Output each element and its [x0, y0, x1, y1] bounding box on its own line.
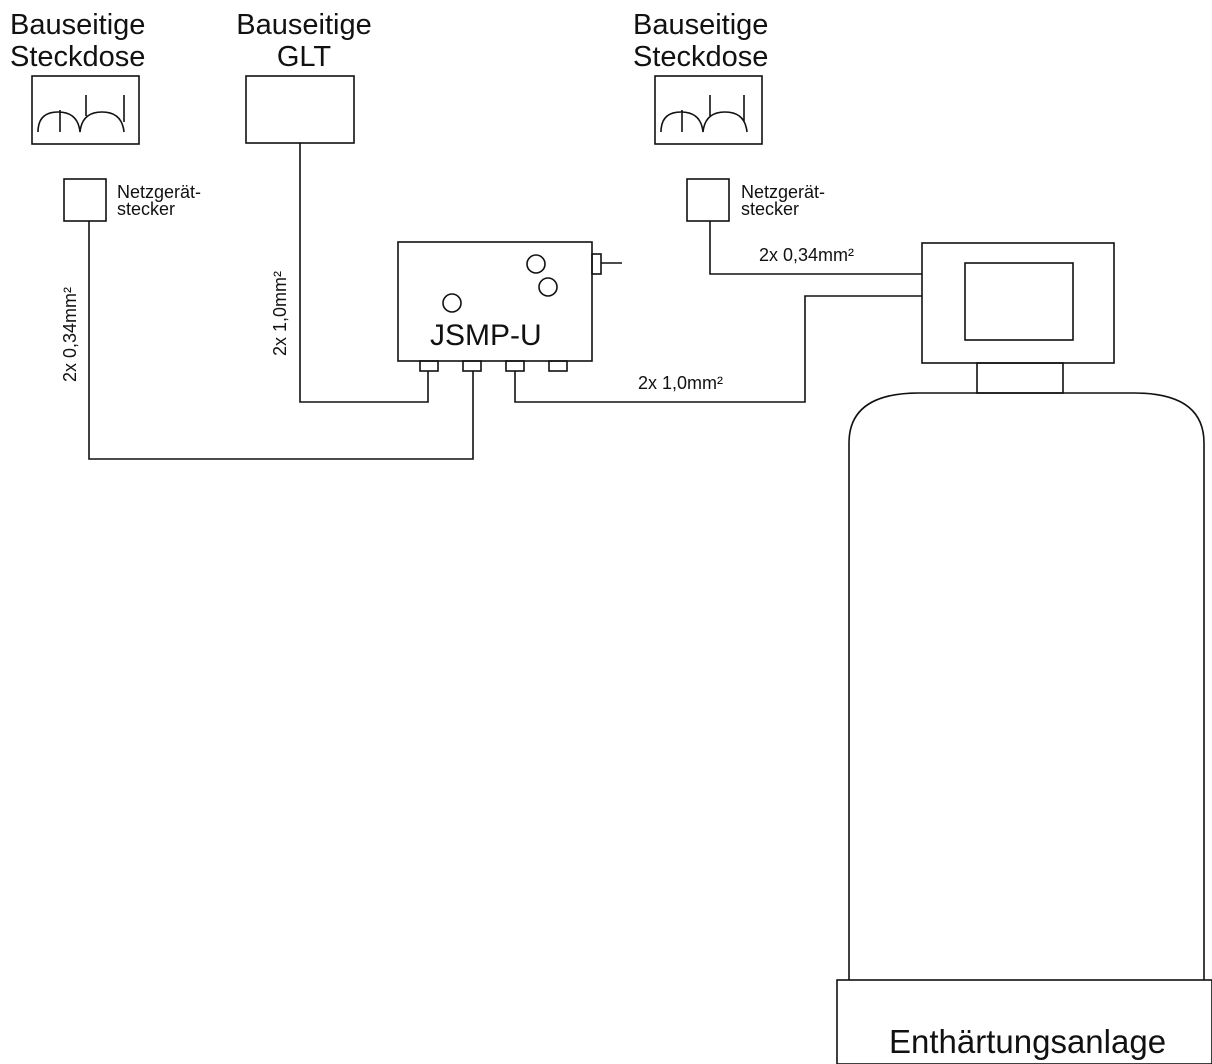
plug-left-label: Netzgerät- stecker [117, 182, 202, 219]
power-plug-left [63, 178, 107, 222]
cable-top-right-label: 2x 0,34mm² [759, 245, 855, 265]
device-label: JSMP-U [430, 319, 542, 352]
socket-right-label: Bauseitige Steckdose [633, 9, 769, 73]
cable-left-label: 2x 0,34mm² [60, 286, 80, 382]
cable-glt-label: 2x 1,0mm² [270, 270, 290, 356]
cable-jsmp-to-controller [514, 295, 922, 403]
socket-left-icon [31, 75, 140, 145]
cable-bottom-right-label: 2x 1,0mm² [638, 373, 724, 393]
softener-label: Enthärtungsanlage [889, 1023, 1167, 1060]
cable-right-power [709, 221, 922, 275]
softener-tank [848, 392, 1205, 980]
controller-housing [921, 242, 1115, 394]
glt-box [245, 75, 355, 144]
cable-glt [299, 143, 429, 403]
socket-left-label: Bauseitige Steckdose [10, 9, 146, 73]
socket-right-icon [654, 75, 763, 145]
glt-label: Bauseitige GLT [236, 9, 372, 73]
plug-right-label: Netzgerät- stecker [741, 182, 826, 219]
jsmp-u-device [397, 241, 622, 372]
cable-left-power [88, 221, 474, 460]
softener-base [836, 979, 1212, 1064]
power-plug-right [686, 178, 730, 222]
